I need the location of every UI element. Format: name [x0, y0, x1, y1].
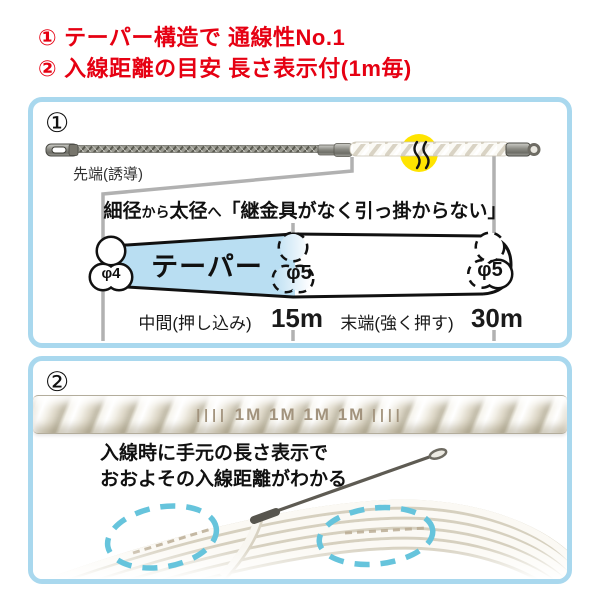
highlight-ellipse-left — [104, 503, 220, 571]
wire-braided-section — [72, 145, 324, 153]
callout-seg2: から — [141, 204, 170, 220]
needle-eyelet — [428, 448, 448, 460]
bottom-fade — [33, 546, 567, 579]
taper-callout-text: 細径から太径へ「継金具がなく引っ掛からない」 — [85, 196, 525, 223]
cross-section-phi5-mid — [271, 231, 315, 294]
panel-taper-structure: ① — [28, 97, 572, 348]
callout-seg5: 「継金具がなく引っ掛からない」 — [221, 201, 507, 222]
marking-ticks-right: |||| — [372, 406, 404, 422]
mid-distance-label: 15m — [270, 303, 324, 333]
length-caption: 入線時に手元の長さ表示で おおよその入線距離がわかる — [100, 441, 347, 493]
marking-ticks-left: |||| — [196, 406, 228, 422]
taper-diagram: φ4 φ5 φ5 — [45, 134, 541, 341]
rope-closeup-band — [33, 395, 567, 434]
callout-seg4: へ — [207, 204, 222, 220]
callout-seg3: 太径 — [169, 201, 208, 222]
wire-ferrule — [317, 143, 353, 157]
taper-label: テーパー — [151, 252, 263, 282]
break-marks-icon — [413, 140, 430, 170]
end-section-label: 末端(強く押す) — [340, 314, 454, 333]
highlight-ellipses — [104, 503, 436, 571]
wire-rope-section — [349, 141, 511, 157]
panel2-badge: ② — [45, 367, 70, 397]
mid-section-label: 中間(押し込み) — [138, 314, 252, 333]
wire-tip-label: 先端(誘導) — [73, 166, 143, 183]
diameter-label-start: φ4 — [101, 265, 121, 282]
heading-2-text: 入線距離の目安 長さ表示付(1m毎) — [64, 56, 412, 81]
end-distance-label: 30m — [470, 303, 524, 333]
wire-right-eyelet — [505, 142, 541, 157]
heading-1-text: テーパー構造で 通線性No.1 — [64, 25, 346, 50]
cross-section-phi4 — [88, 235, 134, 292]
taper-blue-region — [111, 234, 295, 297]
caption-line-1: 入線時に手元の長さ表示で — [100, 443, 329, 464]
needle-leader — [250, 448, 448, 524]
heading-2-badge: ② — [38, 56, 58, 81]
wire-illustration — [45, 140, 541, 170]
caption-line-2: おおよその入線距離がわかる — [100, 469, 348, 490]
wire-left-eyelet — [45, 143, 79, 157]
cross-section-phi5-end — [467, 231, 514, 290]
highlight-ellipse-right — [316, 504, 436, 568]
diameter-label-mid: φ5 — [286, 262, 311, 284]
diameter-label-end: φ5 — [477, 259, 502, 281]
panel-length-marking: ② |||| 1M 1M 1M 1M |||| 入線時に手元の長さ表示で おおよ… — [28, 356, 572, 584]
panel1-badge: ① — [45, 108, 70, 138]
coil-illustration — [33, 448, 567, 579]
callout-seg1: 細径 — [103, 201, 142, 222]
needle-ferrule — [250, 508, 280, 524]
rope-length-marking: |||| 1M 1M 1M 1M |||| — [33, 405, 567, 425]
marking-text: 1M 1M 1M 1M — [234, 405, 366, 424]
heading-1-badge: ① — [38, 25, 58, 50]
